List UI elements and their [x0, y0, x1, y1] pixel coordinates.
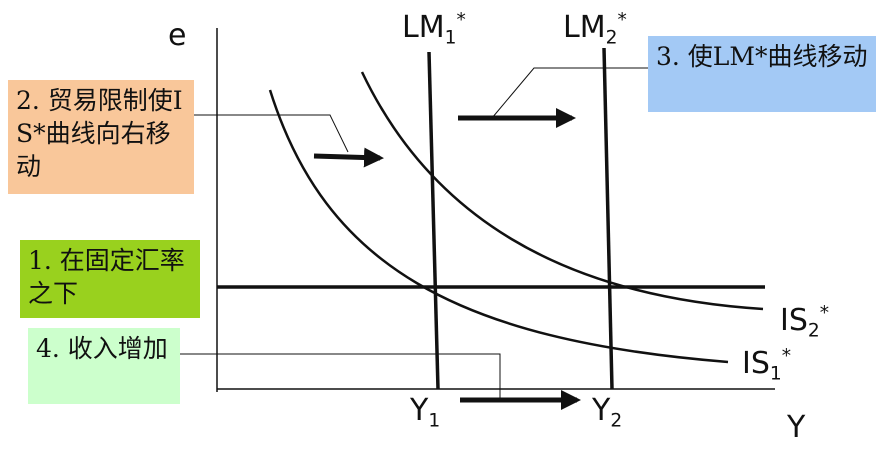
- lm-shift-note: 3. 使LM*曲线移动: [648, 36, 876, 112]
- y2-label: Y2: [592, 393, 623, 432]
- is-shift-arrow: [313, 147, 384, 168]
- income-increase-note: 4. 收入增加: [28, 328, 180, 404]
- income-note-leader: [180, 353, 501, 398]
- is1-label: IS1*: [742, 346, 792, 385]
- y1-label: Y1: [410, 393, 441, 432]
- lm2-label: LM2*: [563, 10, 627, 49]
- x-axis-label: Y: [787, 410, 806, 445]
- is2-curve: [360, 71, 764, 311]
- is1-curve: [268, 89, 729, 364]
- fixed-exchange-rate-note: 1. 在固定汇率之下: [20, 240, 200, 318]
- trade-restriction-note: 2. 贸易限制使IS*曲线向右移动: [8, 80, 194, 194]
- lm1-curve: [427, 51, 440, 390]
- lm2-curve: [602, 47, 614, 390]
- y-axis-label: e: [168, 18, 187, 53]
- is2-label: IS2*: [780, 303, 830, 342]
- lm-note-leader: [491, 67, 648, 119]
- lm1-label: LM1*: [402, 10, 466, 49]
- trade-note-leader: [194, 114, 349, 153]
